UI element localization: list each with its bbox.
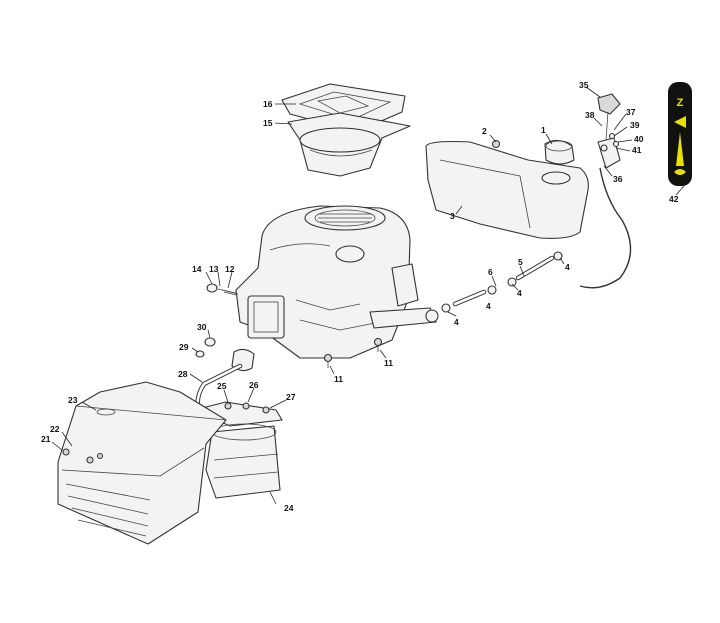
callout-36: 36: [613, 174, 623, 184]
callout-11-right: 11: [384, 358, 393, 368]
callout-40: 40: [634, 134, 644, 144]
leader-lines: [51, 86, 685, 505]
callout-26: 26: [249, 380, 259, 390]
muffler: [193, 401, 283, 499]
callout-3: 3: [450, 211, 455, 221]
callout-4-extra: 4: [486, 301, 491, 311]
callout-30: 30: [197, 322, 207, 332]
callout-4-hose-clamp-middle: 4: [517, 288, 522, 298]
throttle-lever: [597, 93, 621, 169]
throttle-label-plate: Z: [668, 82, 692, 186]
fuel-hose: [441, 251, 563, 313]
callout-4-hose-clamp-left: 4: [454, 317, 459, 327]
callout-5: 5: [518, 257, 523, 267]
tortoise-icon: [674, 169, 686, 175]
air-filter-housing: [287, 112, 411, 177]
callout-28: 28: [178, 369, 188, 379]
callout-29: 29: [179, 342, 189, 352]
callout-21: 21: [41, 434, 51, 444]
callout-6: 6: [488, 267, 493, 277]
callout-23: 23: [68, 395, 78, 405]
callout-15: 15: [263, 118, 273, 128]
callout-labels: 1 2 3 4 4 4 4 5 6 11 11 12 13 14 15 16 2…: [41, 80, 679, 513]
callout-42: 42: [669, 194, 679, 204]
callout-38: 38: [585, 110, 595, 120]
muffler-guard: [57, 381, 227, 545]
callout-39: 39: [630, 120, 640, 130]
callout-35: 35: [579, 80, 589, 90]
throttle-cable: [579, 167, 632, 289]
callout-25: 25: [217, 381, 227, 391]
callout-22: 22: [50, 424, 60, 434]
tank-bolt: [491, 139, 501, 149]
callout-24: 24: [284, 503, 294, 513]
callout-14: 14: [192, 264, 202, 274]
engine-bolts: [195, 283, 383, 368]
callout-2: 2: [482, 126, 487, 136]
callout-37: 37: [626, 107, 636, 117]
rabbit-icon: [674, 116, 686, 128]
engine: [235, 205, 439, 359]
callout-4-hose-clamp-right: 4: [565, 262, 570, 272]
callout-11-left: 11: [334, 374, 343, 384]
callout-41: 41: [632, 145, 642, 155]
speed-wedge-icon: [676, 132, 684, 166]
callout-12: 12: [225, 264, 235, 274]
label-plate-text: Z: [677, 97, 684, 109]
callout-27: 27: [286, 392, 296, 402]
exhaust-pipe: [195, 348, 255, 411]
callout-16: 16: [263, 99, 273, 109]
callout-1: 1: [541, 125, 546, 135]
fuel-tank: [425, 139, 589, 239]
callout-13: 13: [209, 264, 219, 274]
